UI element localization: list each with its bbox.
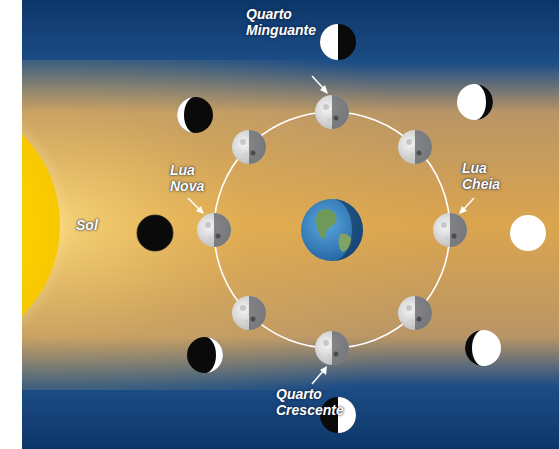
phase-label: Lua Cheia xyxy=(462,160,508,192)
phase-label: Lua Nova xyxy=(170,162,214,194)
phase-label: Sol xyxy=(76,217,126,233)
phase-label: Quarto Crescente xyxy=(276,386,356,418)
phase-label: Quarto Minguante xyxy=(246,6,326,38)
